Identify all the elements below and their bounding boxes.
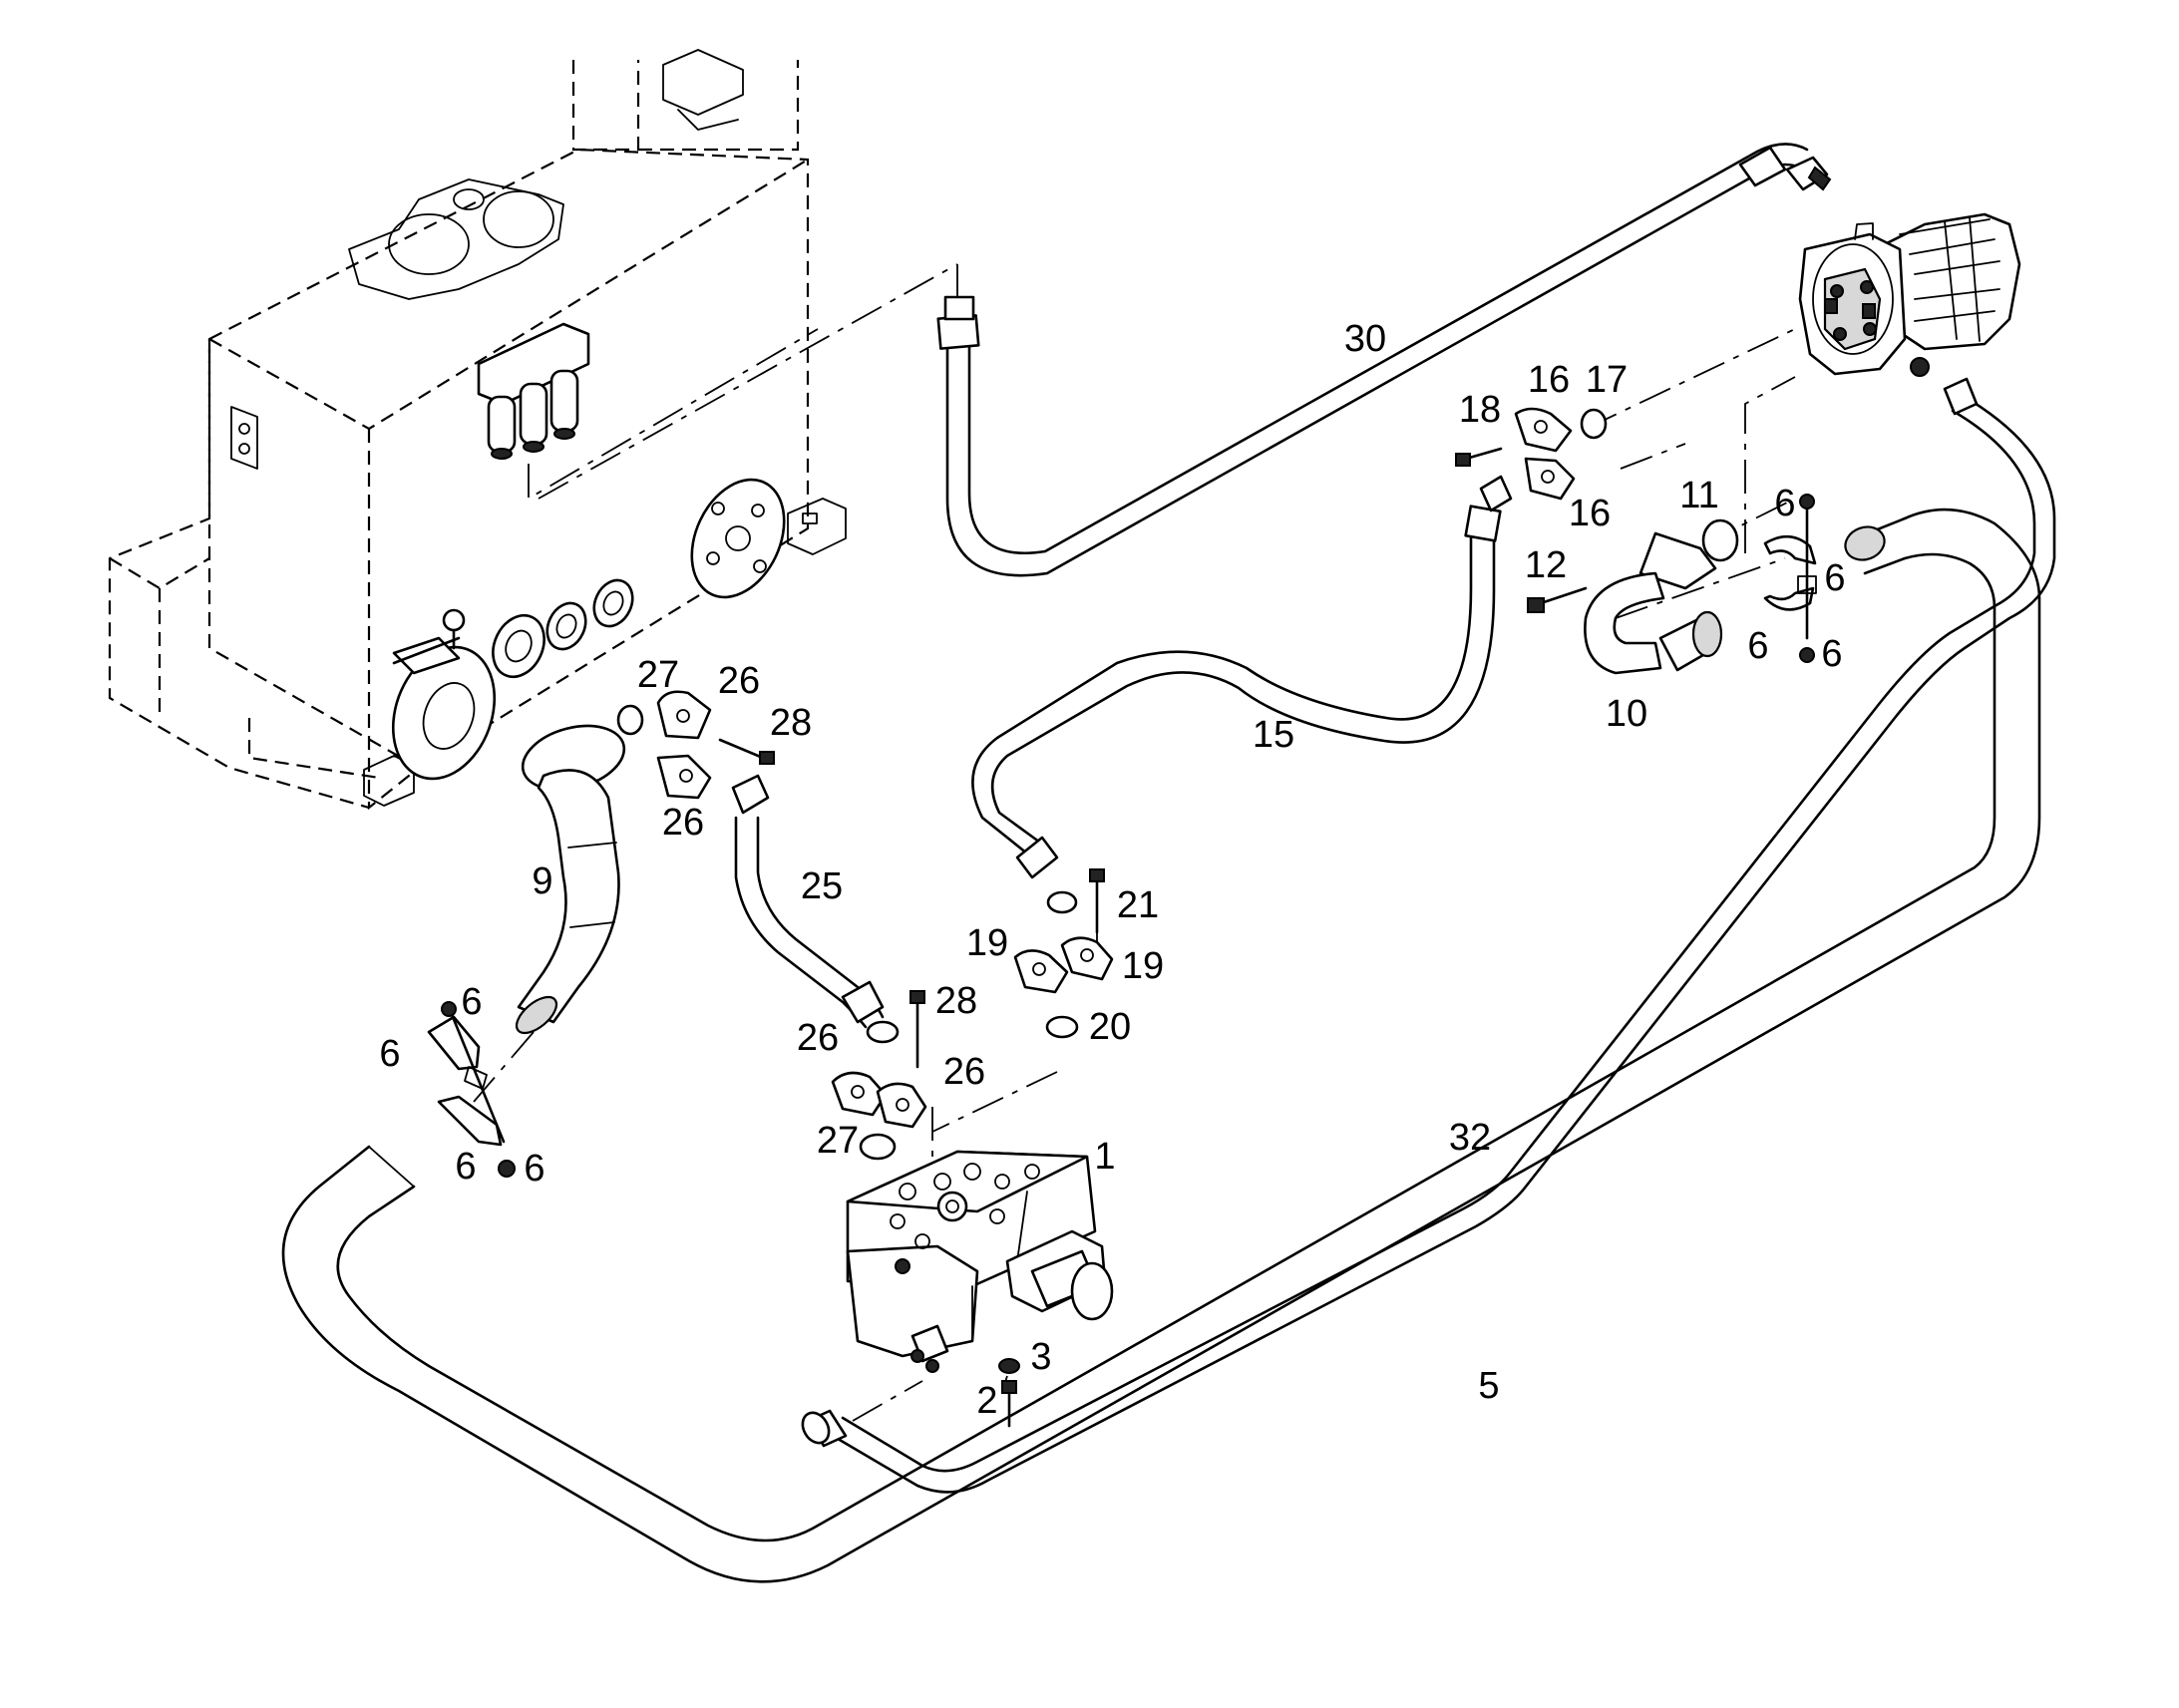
callout-18: 18	[1458, 389, 1502, 431]
callout-6-right-top: 6	[1774, 483, 1796, 524]
callout-26-lower-left: 26	[796, 1017, 840, 1059]
hose-30	[936, 143, 1832, 577]
hydraulic-tank	[108, 49, 847, 811]
pipe-5	[281, 508, 2041, 1583]
fasteners-and-seals	[427, 407, 1817, 1428]
callout-19-left: 19	[965, 922, 1009, 964]
callout-26-upper-bottom: 26	[661, 802, 705, 844]
callout-16-top: 16	[1527, 359, 1571, 401]
callout-6-left-bottom: 6	[455, 1146, 477, 1188]
callout-11: 11	[1679, 475, 1719, 516]
callout-2: 2	[976, 1380, 998, 1422]
pump-assembly	[1798, 212, 2021, 377]
callout-32: 32	[1448, 1117, 1492, 1159]
callout-6-right-lower-left: 6	[1747, 625, 1769, 667]
callout-6-left-top: 6	[461, 981, 483, 1023]
callout-6-left-side: 6	[379, 1033, 401, 1075]
callout-17: 17	[1585, 359, 1629, 401]
callout-16-bottom: 16	[1568, 493, 1612, 534]
callout-28-lower: 28	[934, 980, 978, 1022]
callout-6-left-bottom-right: 6	[524, 1148, 545, 1190]
callout-15: 15	[1252, 714, 1295, 756]
callout-10: 10	[1605, 693, 1648, 735]
pipe-10	[1584, 531, 1723, 675]
callout-28-upper: 28	[769, 702, 813, 744]
hose-32	[801, 377, 2056, 1494]
callout-27-lower: 27	[816, 1120, 860, 1162]
pipe-9	[473, 724, 626, 1103]
callout-21: 21	[1116, 884, 1160, 926]
callout-26-upper-top: 26	[717, 660, 761, 702]
callout-1: 1	[1094, 1136, 1116, 1178]
hose-15	[971, 475, 1513, 914]
callout-9: 9	[532, 860, 553, 902]
callout-3: 3	[1030, 1336, 1052, 1378]
callout-25: 25	[800, 865, 844, 907]
callout-27-upper: 27	[636, 654, 680, 696]
callout-20: 20	[1088, 1006, 1132, 1048]
control-valve-block	[846, 1150, 1114, 1373]
callout-5: 5	[1478, 1365, 1500, 1407]
callout-12: 12	[1524, 544, 1568, 586]
callout-26-lower-right: 26	[942, 1051, 986, 1093]
callout-30: 30	[1343, 318, 1387, 360]
callout-6-right-upper: 6	[1824, 557, 1846, 599]
callout-6-right-lower-right: 6	[1821, 633, 1843, 675]
hose-25	[731, 774, 900, 1044]
callout-19-right: 19	[1121, 945, 1165, 987]
